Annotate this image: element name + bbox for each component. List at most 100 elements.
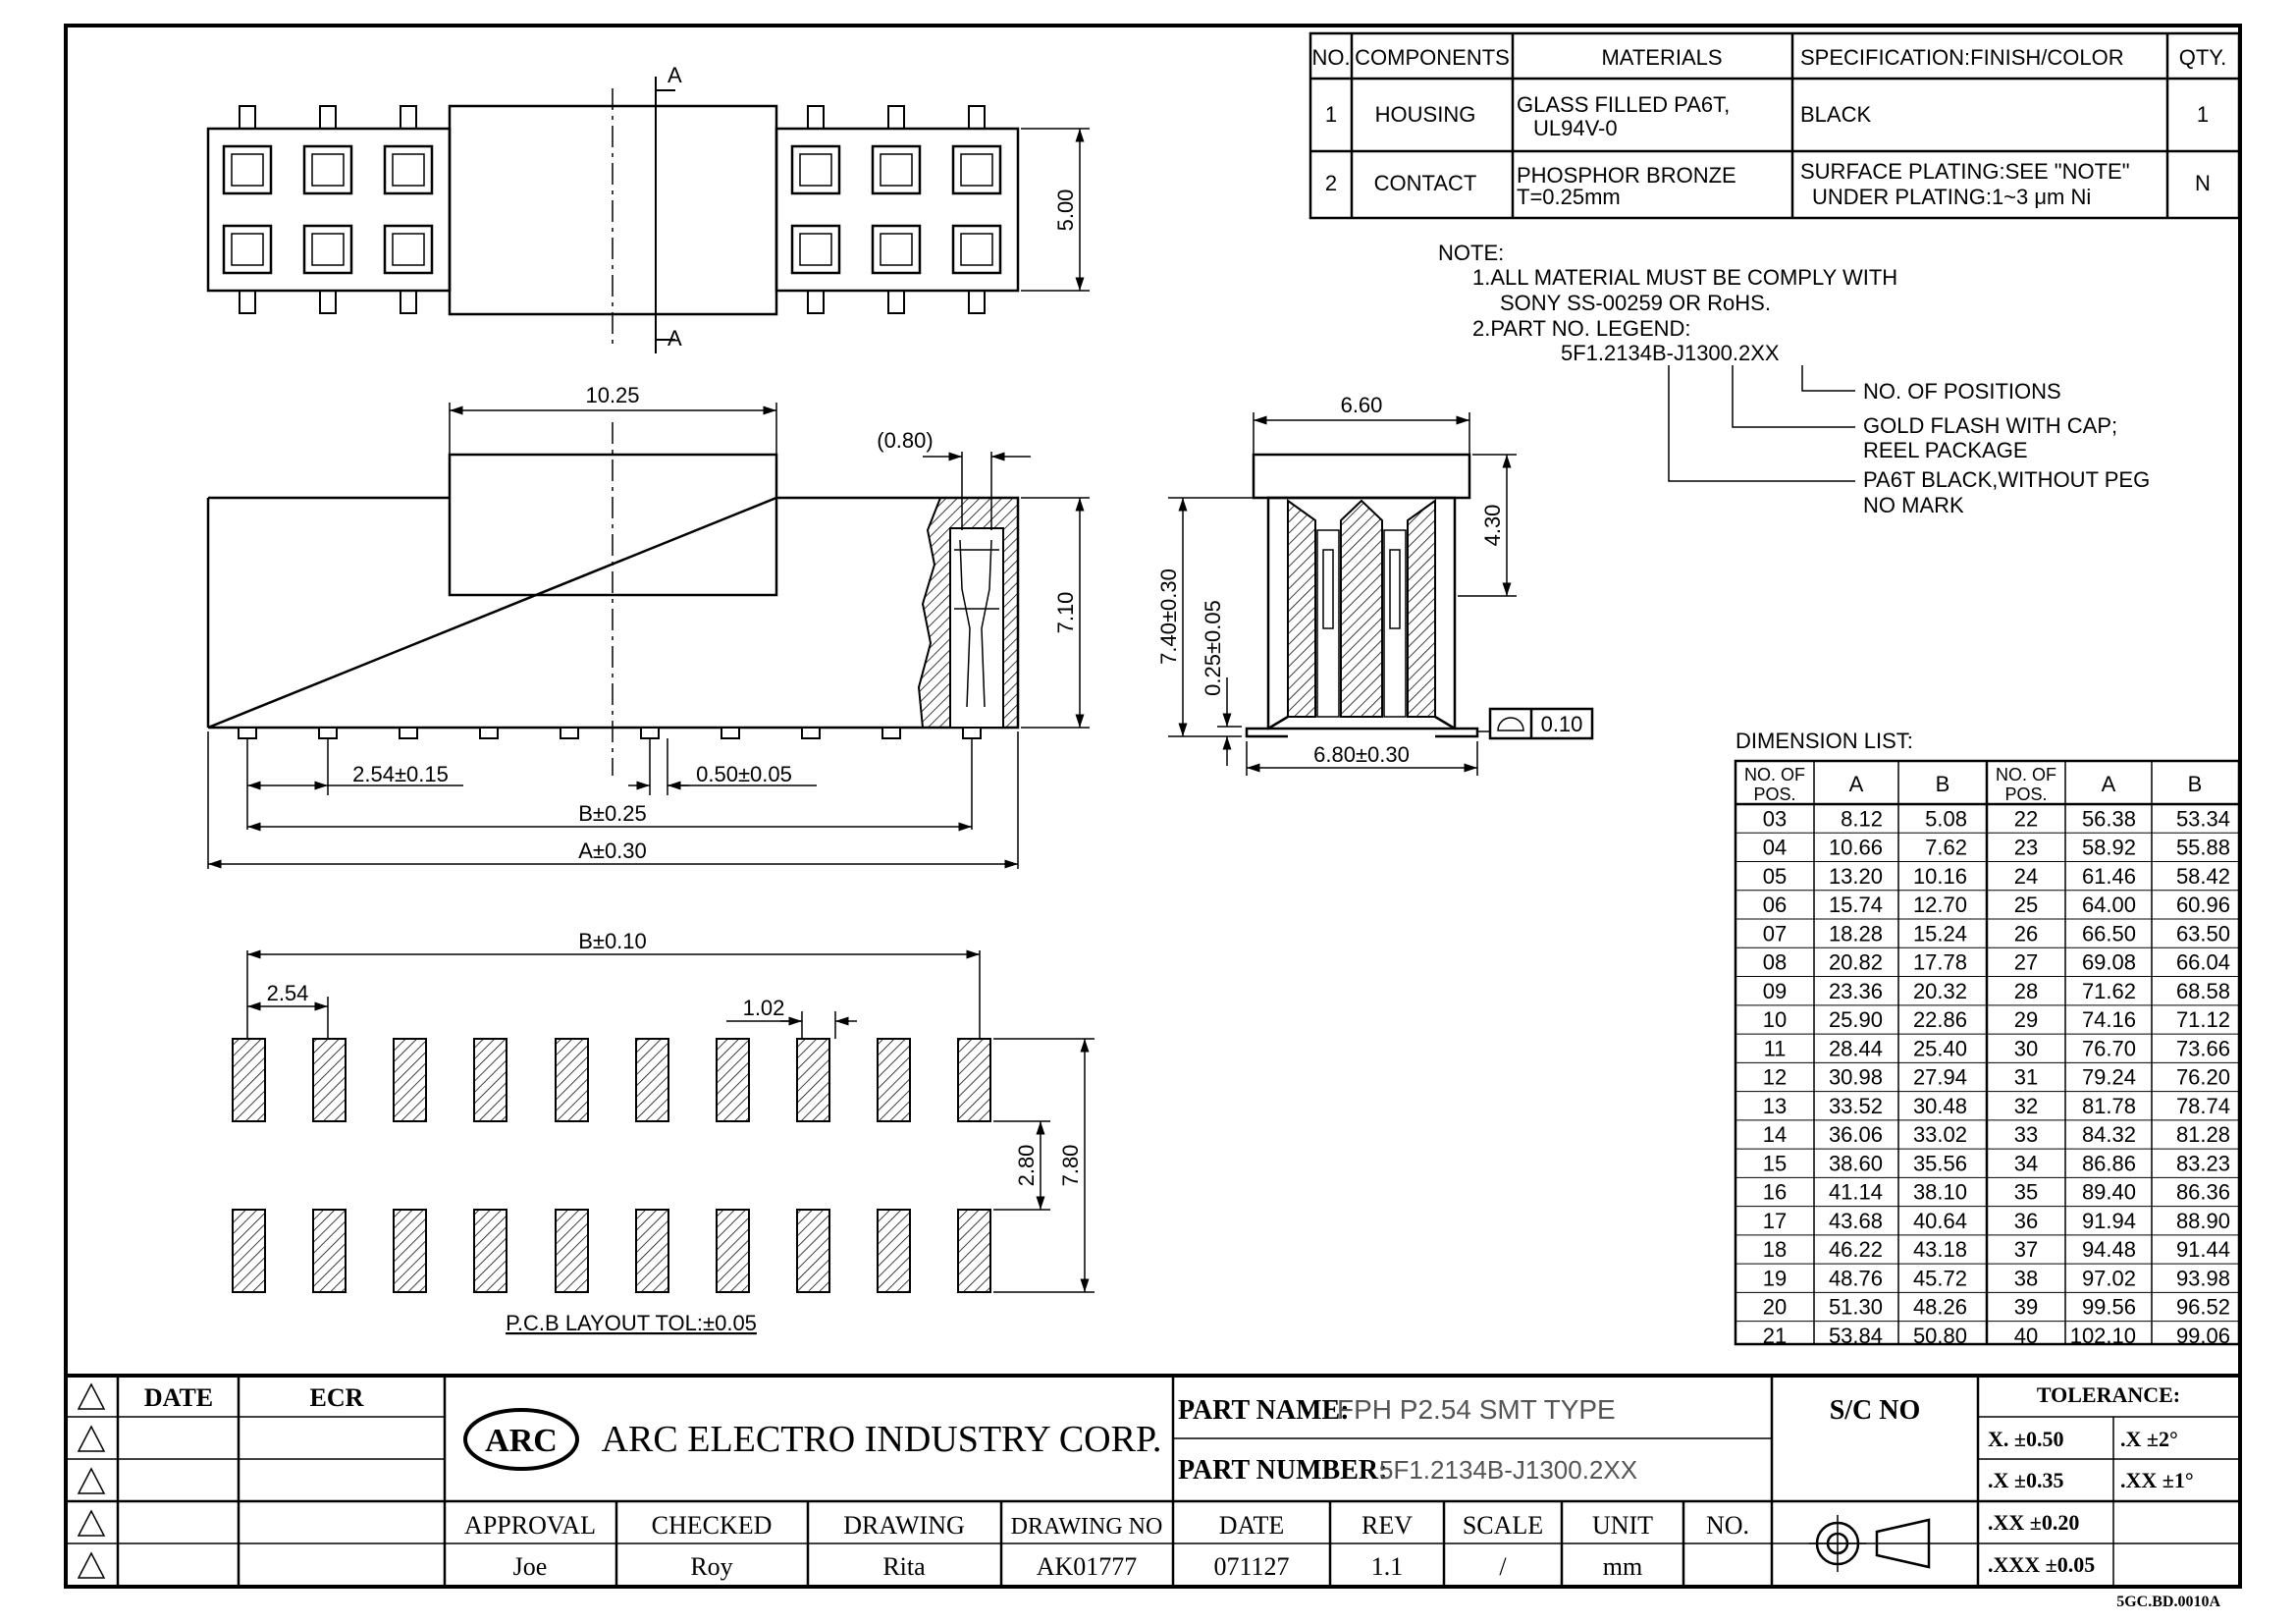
bom-header-components: COMPONENTS [1355,45,1510,70]
dimension-list-b: 15.24 [1913,921,1967,946]
dimension-list-a: 38.60 [1829,1151,1883,1175]
dim-0-80: (0.80) [877,428,933,453]
dim-side-6-60: 6.60 [1341,393,1383,417]
dimension-list-b: 93.98 [2176,1266,2230,1290]
dimension-list-positions: 20 [1763,1295,1787,1320]
part-name-label: PART NAME: [1178,1395,1350,1426]
bom-header-no: NO. [1311,45,1350,70]
bom-header-spec: SPECIFICATION:FINISH/COLOR [1800,45,2124,70]
dimension-list-positions: 16 [1763,1180,1787,1205]
drawing-no-label: DRAWING NO [1011,1514,1163,1540]
dimension-list-a: 81.78 [2082,1094,2136,1118]
checked-label: CHECKED [652,1511,773,1540]
revision-triangles [77,1382,106,1579]
dimension-list-a: 86.86 [2082,1151,2136,1175]
legend-gold-2: REEL PACKAGE [1863,438,2028,462]
dl-header-a-left: A [1849,772,1864,796]
no-label: NO. [1706,1511,1749,1540]
dimension-list-a: 43.68 [1829,1209,1883,1233]
dl-header-a-right: A [2102,772,2116,796]
bom-row2-qty: N [2195,171,2211,195]
dimension-list-a: 28.44 [1829,1036,1883,1060]
dimension-list-b: 81.28 [2176,1122,2230,1147]
dimension-list-positions: 10 [1763,1007,1787,1032]
top-view: A A 5.00 [206,63,1090,353]
dimension-list-positions: 12 [1763,1065,1787,1090]
dimension-list-positions: 39 [2014,1295,2038,1320]
bom-row1-component: HOUSING [1375,102,1476,127]
dimension-list-a: 25.90 [1829,1007,1883,1032]
tol-xx-angle: .XX ±1° [2120,1468,2194,1492]
dimension-list-a: 18.28 [1829,921,1883,946]
dimension-list-a: 8.12 [1841,806,1883,831]
drawing-no-value: AK01777 [1037,1552,1138,1581]
dimension-list-b: 30.48 [1913,1094,1967,1118]
projection-symbol [1809,1515,1931,1572]
approval-label: APPROVAL [464,1511,596,1540]
dimension-list-b: 20.32 [1913,979,1967,1003]
dl-header-nopos-2: POS. [1753,784,1795,804]
notes: NOTE: 1.ALL MATERIAL MUST BE COMPLY WITH… [1438,241,2150,517]
dimension-list-b: 88.90 [2176,1209,2230,1233]
dimension-list-a: 99.56 [2082,1295,2136,1320]
dimension-list-b: 12.70 [1913,893,1967,917]
dim-side-6-80: 6.80±0.30 [1313,742,1410,767]
approval-value: Joe [513,1552,548,1581]
dimension-list-positions: 40 [2014,1324,2038,1348]
dimension-list-a: 76.70 [2082,1036,2136,1060]
dimension-list-b: 17.78 [1913,950,1967,975]
pcb-layout: B±0.10 2.54 1.02 2.80 7.80 P.C.B LAYOUT … [232,929,1095,1335]
dimension-list-positions: 19 [1763,1266,1787,1290]
dimension-list-a: 64.00 [2082,893,2136,917]
notes-line3: 2.PART NO. LEGEND: [1472,316,1691,341]
dimension-list-positions: 34 [2014,1151,2038,1175]
dim-pcb-7-80: 7.80 [1058,1145,1083,1187]
top-view-cavities [222,144,1002,275]
dimension-list-positions: 15 [1763,1151,1787,1175]
bom-row1-qty: 1 [2197,102,2209,127]
bom-row2-spec-2: UNDER PLATING:1~3 μm Ni [1812,185,2091,209]
bom-header-qty: QTY. [2179,45,2227,70]
dimension-list-b: 53.34 [2176,806,2230,831]
dimension-list-positions: 25 [2014,893,2038,917]
dimension-list-b: 43.18 [1913,1237,1967,1262]
dimension-list-a: 23.36 [1829,979,1883,1003]
dimension-list-a: 30.98 [1829,1065,1883,1090]
unit-label: UNIT [1592,1511,1653,1540]
dim-pin-width: 0.50±0.05 [696,762,792,786]
dimension-list-positions: 28 [2014,979,2038,1003]
bom-header-materials: MATERIALS [1601,45,1722,70]
dimension-list-b: 40.64 [1913,1209,1967,1233]
date-col-label: DATE [1219,1511,1284,1540]
dimension-list-a: 79.24 [2082,1065,2136,1090]
dimension-list-positions: 03 [1763,806,1787,831]
legend-pa6t-1: PA6T BLACK,WITHOUT PEG [1863,467,2150,492]
dimension-list-a: 84.32 [2082,1122,2136,1147]
dimension-list-positions: 36 [2014,1209,2038,1233]
form-code: 5GC.BD.0010A [2116,1594,2220,1610]
dimension-list-a: 102.10 [2070,1324,2136,1348]
tol-x: X. ±0.50 [1988,1427,2063,1451]
dimension-list-positions: 24 [2014,864,2038,889]
section-mark-top: A [667,63,682,87]
dimension-list-b: 50.80 [1913,1324,1967,1348]
dimension-list-positions: 31 [2014,1065,2038,1090]
dim-pcb-2-80: 2.80 [1014,1145,1039,1187]
dimension-list-b: 27.94 [1913,1065,1967,1090]
dl-header-b-right: B [2188,772,2203,796]
dimension-list-a: 69.08 [2082,950,2136,975]
bom-row2-material-2: T=0.25mm [1517,185,1621,209]
dimension-list-b: 60.96 [2176,893,2230,917]
top-view-right-block [774,127,1020,293]
dimension-list-a: 53.84 [1829,1324,1883,1348]
tol-x1: .X ±0.35 [1988,1468,2063,1492]
company-name: ARC ELECTRO INDUSTRY CORP. [602,1419,1162,1460]
dimension-list-a: 48.76 [1829,1266,1883,1290]
dimension-list-b: 99.06 [2176,1324,2230,1348]
dimension-list-b: 33.02 [1913,1122,1967,1147]
dimension-list-a: 36.06 [1829,1122,1883,1147]
dimension-list-positions: 05 [1763,864,1787,889]
drawing-value: Rita [882,1552,926,1581]
bom-table: NO. COMPONENTS MATERIALS SPECIFICATION:F… [1308,31,2241,220]
bom-row2-spec-1: SURFACE PLATING:SEE "NOTE" [1800,159,2130,184]
